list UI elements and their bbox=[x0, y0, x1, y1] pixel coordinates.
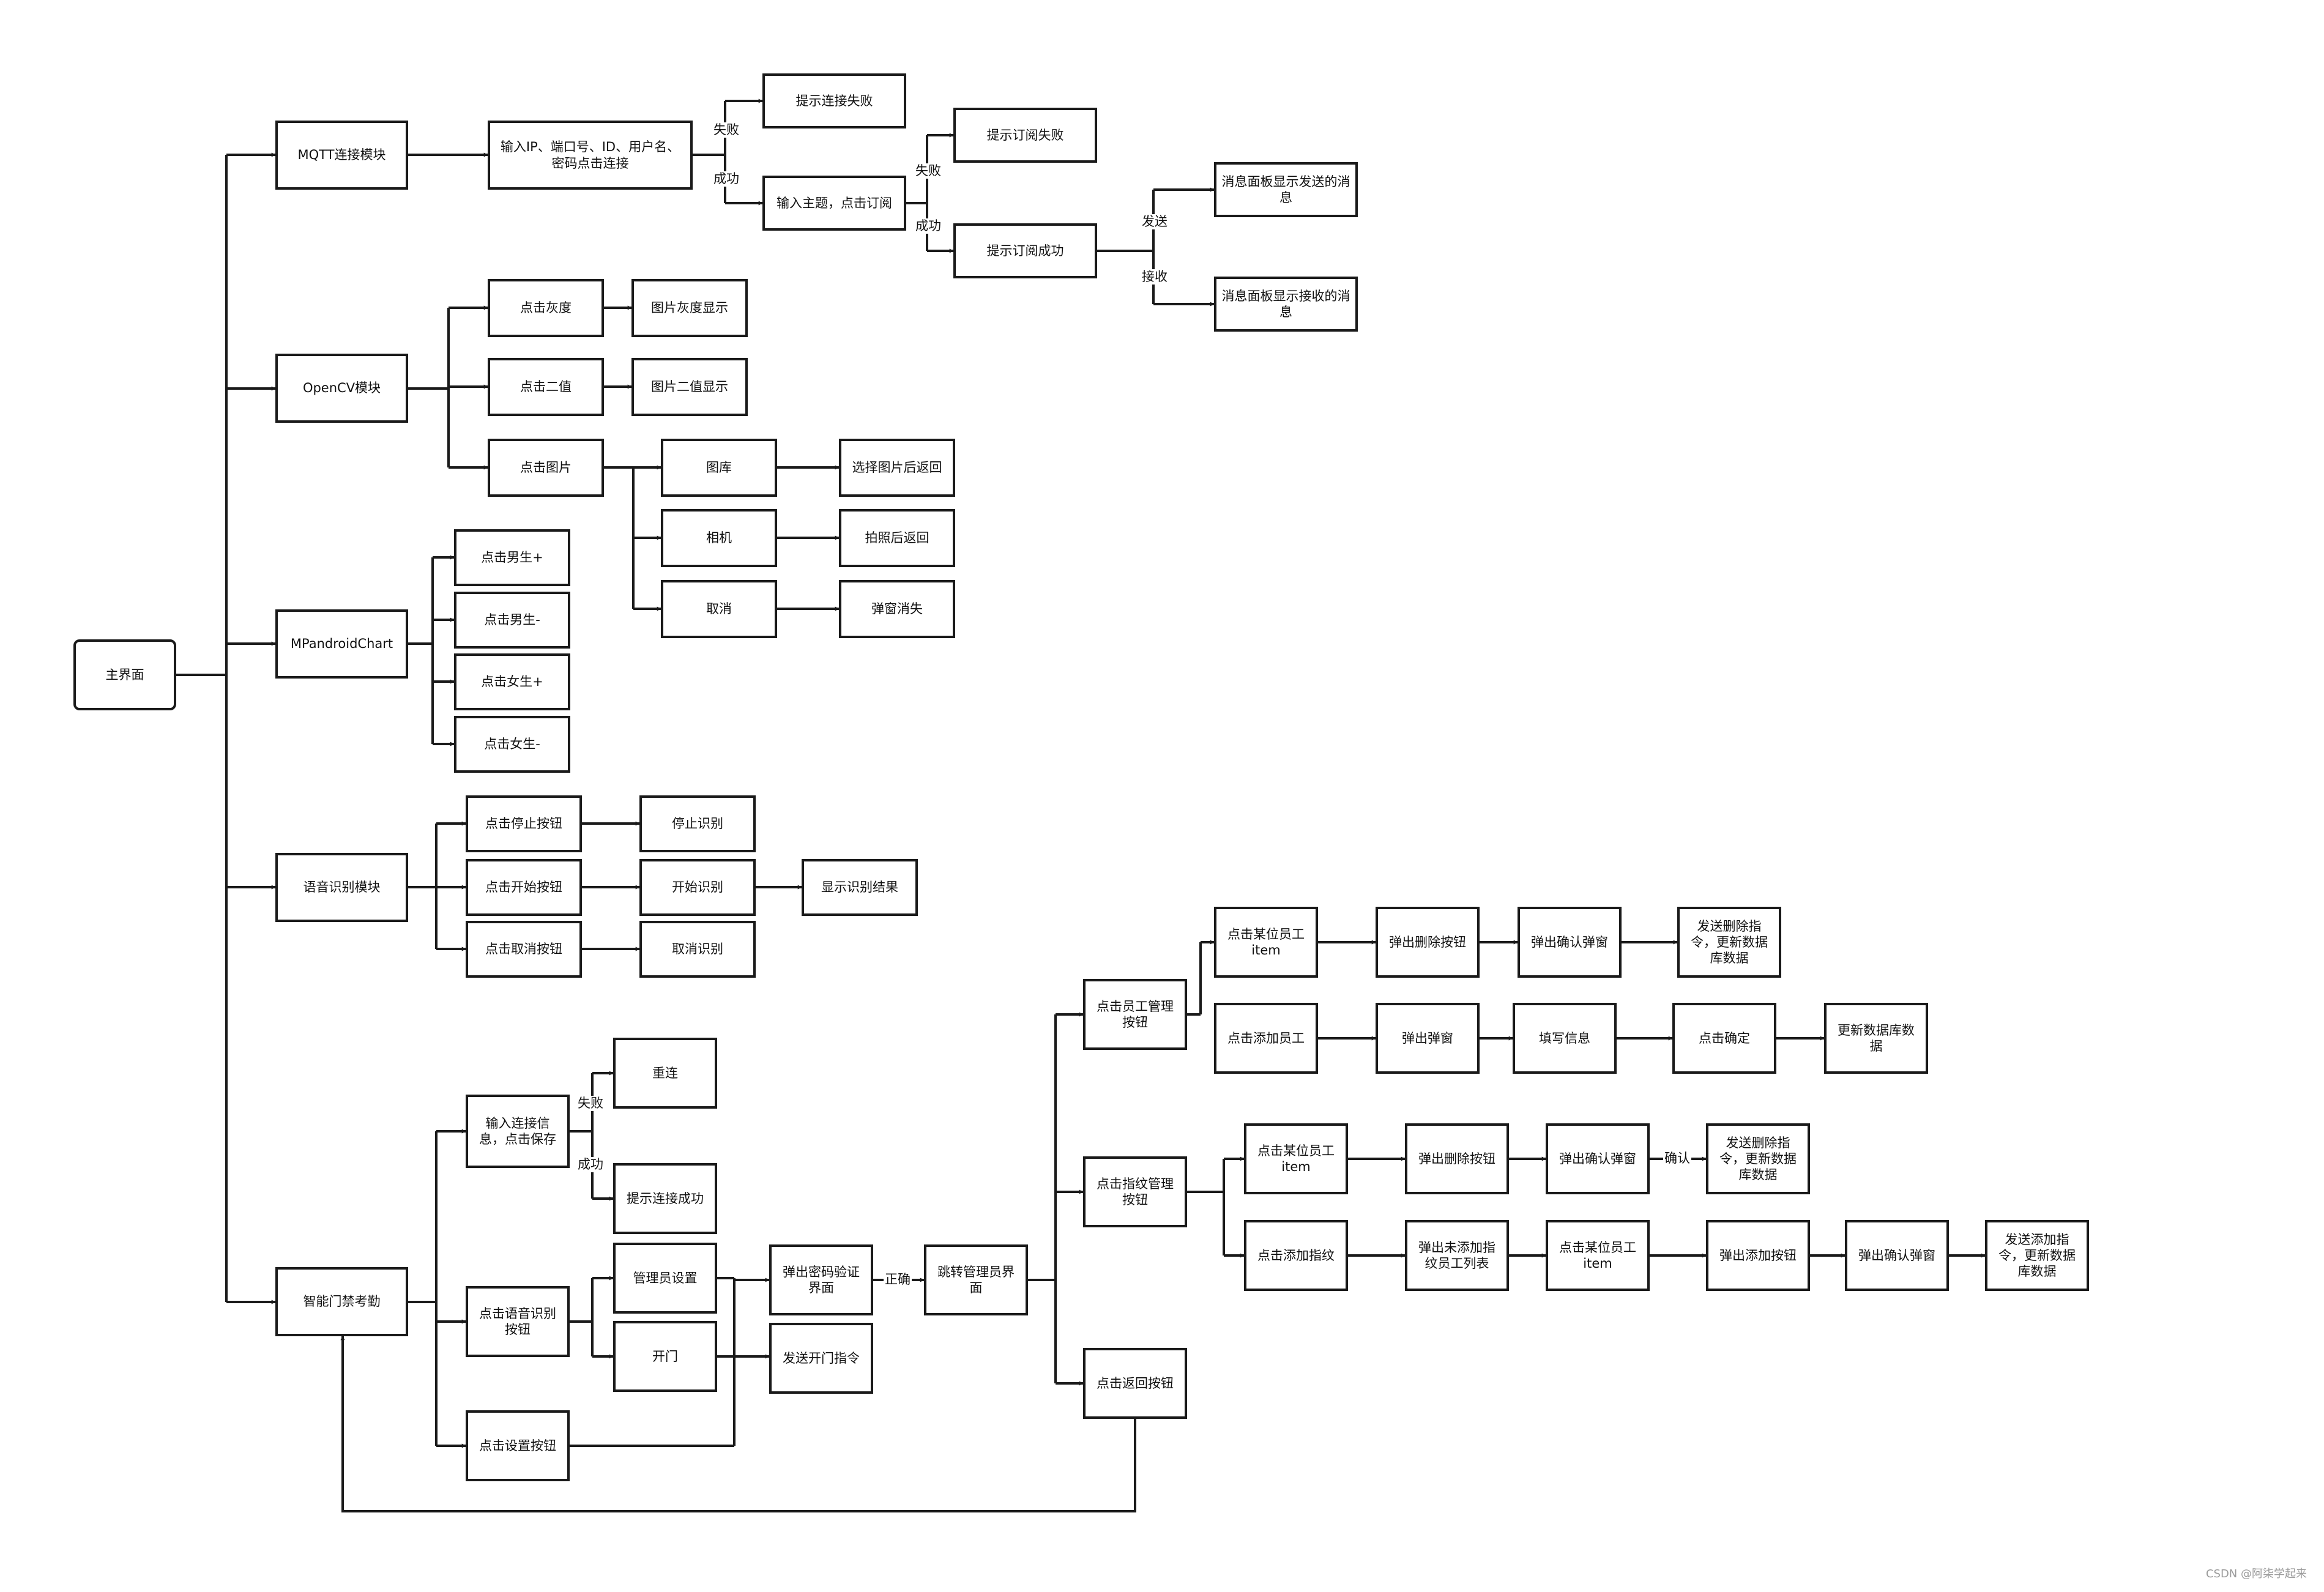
message-received-node: 消息面板显示接收的消息 bbox=[1214, 277, 1358, 332]
male-minus-node: 点击男生- bbox=[454, 592, 570, 649]
cancel-button-node: 点击取消按钮 bbox=[466, 921, 582, 978]
gray-click-node: 点击灰度 bbox=[488, 279, 604, 337]
edge-label-subscribe-success: 成功 bbox=[914, 218, 942, 234]
main-screen-node: 主界面 bbox=[73, 639, 176, 710]
edge-label-fp-confirm: 确认 bbox=[1663, 1151, 1691, 1167]
edge-label-mqtt-success: 成功 bbox=[712, 171, 740, 187]
fp-confirm-node: 弹出确认弹窗 bbox=[1546, 1123, 1650, 1194]
reconnect-node: 重连 bbox=[613, 1038, 717, 1109]
connector-75 bbox=[340, 1336, 1136, 1512]
fp-send-add-node: 发送添加指令，更新数据库数据 bbox=[1985, 1220, 2089, 1291]
emp-fill-node: 填写信息 bbox=[1513, 1003, 1617, 1074]
camera-node: 相机 bbox=[661, 509, 777, 567]
gallery-node: 图库 bbox=[661, 439, 777, 497]
female-minus-node: 点击女生- bbox=[454, 716, 570, 773]
show-result-node: 显示识别结果 bbox=[802, 859, 918, 916]
connection-ok-node: 提示连接成功 bbox=[613, 1163, 717, 1234]
cancel-recognition-node: 取消识别 bbox=[639, 921, 756, 978]
stop-recognition-node: 停止识别 bbox=[639, 795, 756, 852]
emp-delete-btn-node: 弹出删除按钮 bbox=[1376, 907, 1480, 978]
voice-button-node: 点击语音识别按钮 bbox=[466, 1286, 570, 1357]
message-sent-node: 消息面板显示发送的消息 bbox=[1214, 162, 1358, 217]
binary-click-node: 点击二值 bbox=[488, 358, 604, 416]
cancel-node: 取消 bbox=[661, 580, 777, 638]
edge-label-password-ok: 正确 bbox=[884, 1272, 912, 1288]
fp-item-node: 点击某位员工item bbox=[1244, 1123, 1348, 1194]
emp-add-node: 点击添加员工 bbox=[1214, 1003, 1318, 1074]
open-door-node: 开门 bbox=[613, 1321, 717, 1392]
admin-screen-node: 跳转管理员界面 bbox=[924, 1244, 1028, 1315]
emp-update-node: 更新数据库数据 bbox=[1824, 1003, 1928, 1074]
stop-button-node: 点击停止按钮 bbox=[466, 795, 582, 852]
edge-label-send: 发送 bbox=[1141, 214, 1169, 230]
emp-confirm-node: 弹出确认弹窗 bbox=[1518, 907, 1622, 978]
male-plus-node: 点击男生+ bbox=[454, 529, 570, 586]
emp-send-delete-node: 发送删除指令，更新数据库数据 bbox=[1677, 907, 1781, 978]
settings-button-node: 点击设置按钮 bbox=[466, 1410, 570, 1481]
mqtt-input-node: 输入IP、端口号、ID、用户名、密码点击连接 bbox=[488, 121, 693, 190]
start-button-node: 点击开始按钮 bbox=[466, 859, 582, 916]
fp-item2-node: 点击某位员工item bbox=[1546, 1220, 1650, 1291]
binary-show-node: 图片二值显示 bbox=[631, 358, 748, 416]
fp-confirm2-node: 弹出确认弹窗 bbox=[1845, 1220, 1949, 1291]
mqtt-module-node: MQTT连接模块 bbox=[275, 121, 408, 190]
dialog-gone-node: 弹窗消失 bbox=[839, 580, 955, 638]
mpandroidchart-node: MPandroidChart bbox=[275, 609, 408, 679]
employee-mgmt-node: 点击员工管理按钮 bbox=[1083, 979, 1187, 1050]
picture-click-node: 点击图片 bbox=[488, 439, 604, 497]
back-button-node: 点击返回按钮 bbox=[1083, 1348, 1187, 1419]
opencv-module-node: OpenCV模块 bbox=[275, 354, 408, 423]
photo-back-node: 拍照后返回 bbox=[839, 509, 955, 567]
gray-show-node: 图片灰度显示 bbox=[631, 279, 748, 337]
mqtt-fail-node: 提示连接失败 bbox=[762, 73, 906, 128]
watermark-text: CSDN @阿柒学起来 bbox=[2205, 1568, 2307, 1580]
start-recognition-node: 开始识别 bbox=[639, 859, 756, 916]
password-dialog-node: 弹出密码验证界面 bbox=[769, 1244, 873, 1315]
fingerprint-mgmt-node: 点击指纹管理按钮 bbox=[1083, 1156, 1187, 1227]
emp-item-node: 点击某位员工item bbox=[1214, 907, 1318, 978]
send-open-node: 发送开门指令 bbox=[769, 1323, 873, 1394]
fp-delete-btn-node: 弹出删除按钮 bbox=[1405, 1123, 1509, 1194]
female-plus-node: 点击女生+ bbox=[454, 653, 570, 710]
fp-list-node: 弹出未添加指纹员工列表 bbox=[1405, 1220, 1509, 1291]
fp-send-delete-node: 发送删除指令，更新数据库数据 bbox=[1706, 1123, 1810, 1194]
mqtt-topic-node: 输入主题，点击订阅 bbox=[762, 176, 906, 231]
fp-add-node: 点击添加指纹 bbox=[1244, 1220, 1348, 1291]
fp-add-btn-node: 弹出添加按钮 bbox=[1706, 1220, 1810, 1291]
admin-settings-node: 管理员设置 bbox=[613, 1243, 717, 1314]
edge-label-receive: 接收 bbox=[1141, 269, 1169, 285]
choose-back-node: 选择图片后返回 bbox=[839, 439, 955, 497]
connection-input-node: 输入连接信息，点击保存 bbox=[466, 1095, 570, 1168]
edge-label-mqtt-fail: 失败 bbox=[712, 122, 740, 138]
edge-label-door-success: 成功 bbox=[576, 1157, 605, 1173]
edge-label-subscribe-fail: 失败 bbox=[914, 163, 942, 179]
emp-dialog-node: 弹出弹窗 bbox=[1376, 1003, 1480, 1074]
emp-ok-node: 点击确定 bbox=[1672, 1003, 1776, 1074]
voice-module-node: 语音识别模块 bbox=[275, 853, 408, 922]
subscribe-ok-node: 提示订阅成功 bbox=[953, 223, 1097, 278]
door-attendance-node: 智能门禁考勤 bbox=[275, 1267, 408, 1336]
subscribe-fail-node: 提示订阅失败 bbox=[953, 108, 1097, 163]
edge-label-door-fail: 失败 bbox=[576, 1096, 605, 1112]
